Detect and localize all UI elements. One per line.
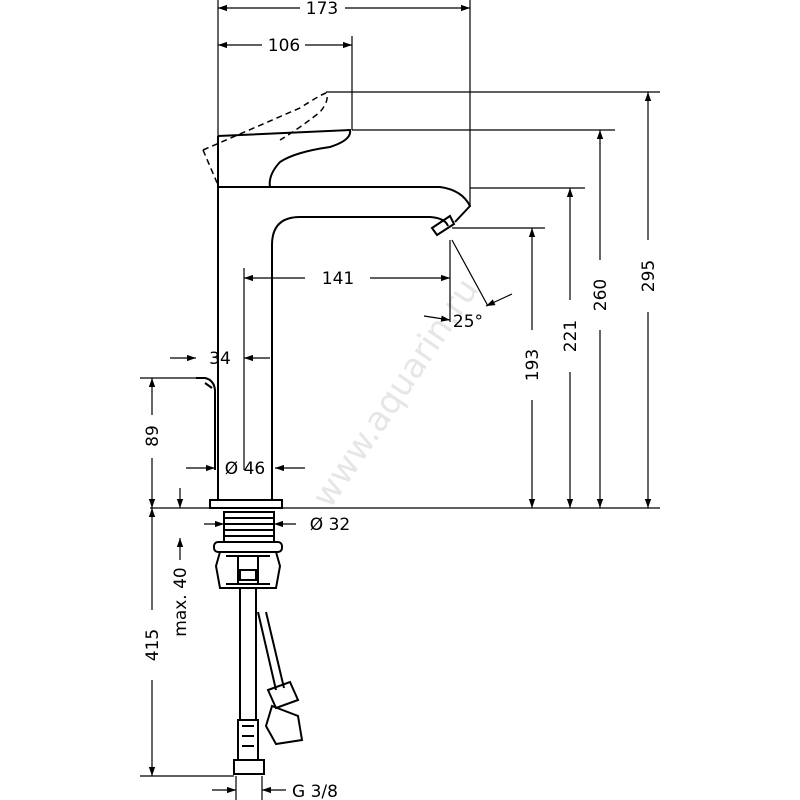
dim-height-outlet: 193	[523, 349, 543, 381]
dim-shank-diameter: Ø 32	[310, 515, 350, 535]
dimension-lines	[140, 0, 660, 800]
dim-width-overall: 173	[306, 0, 338, 19]
dim-height-handle-raised: 295	[639, 260, 659, 292]
watermark: www.aquarin.ru	[304, 271, 487, 515]
dim-popup-height: 89	[143, 425, 163, 447]
handle	[217, 128, 352, 188]
dim-handle-reach: 106	[268, 36, 300, 56]
mounting-shank	[213, 511, 283, 589]
supply-hoses	[233, 588, 304, 775]
popup-rod	[196, 377, 216, 470]
dim-spout-reach: 141	[322, 269, 354, 289]
handle-raised-position	[202, 92, 328, 186]
dim-hose-length: 415	[143, 629, 163, 661]
dim-base-to-spout-axis: 34	[209, 349, 231, 369]
dim-height-spout-top: 221	[561, 320, 581, 352]
dim-height-handle: 260	[591, 279, 611, 311]
dim-body-diameter: Ø 46	[225, 459, 265, 479]
dim-spout-angle: 25°	[453, 312, 483, 332]
dim-connection-thread: G 3/8	[292, 782, 338, 800]
dim-counter-thickness: max. 40	[171, 567, 191, 636]
